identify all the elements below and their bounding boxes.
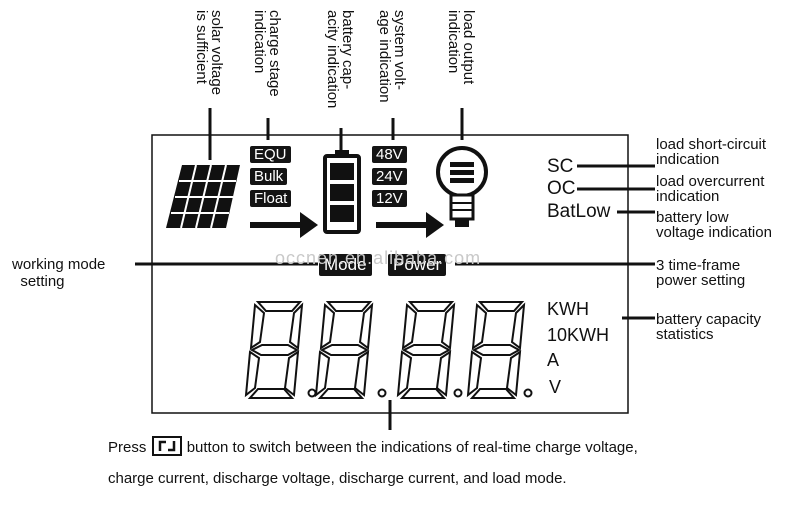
badge-48v: 48V: [372, 146, 407, 163]
watermark: occnen.en.alibaba.com: [275, 248, 482, 268]
unit-10kwh: 10KWH: [547, 325, 610, 345]
switch-button-icon: [151, 436, 182, 456]
label-capacity-stats: battery capacity statistics: [656, 311, 762, 343]
seven-segment-display: [244, 301, 533, 399]
unit-a: A: [547, 350, 560, 370]
badge-equ: EQU: [250, 146, 291, 163]
indicator-sc: SC: [547, 156, 574, 177]
badge-12v: 12V: [372, 190, 407, 207]
caption-line-2: charge current, discharge voltage, disch…: [108, 470, 567, 487]
label-solar: solar voltage is sufficient: [193, 10, 225, 96]
digit-3: [396, 301, 463, 399]
label-battery-low: battery low voltage indication: [656, 209, 772, 241]
label-system-voltage: system volt- age indication: [376, 10, 408, 103]
unit-kwh: KWH: [547, 299, 589, 319]
label-battery-capacity: battery cap- acity indication: [324, 10, 356, 109]
digit-1: [244, 301, 317, 399]
digit-4: [466, 301, 533, 399]
label-overcurrent: load overcurrent indication: [656, 173, 765, 205]
caption-line-1: Press button to switch between the indic…: [108, 436, 638, 458]
digit-2: [314, 301, 387, 399]
unit-v: V: [549, 377, 562, 397]
badge-bulk: Bulk: [250, 168, 288, 185]
light-bulb-icon: [436, 146, 488, 227]
label-load-output: load output indication: [445, 10, 477, 85]
label-charge-stage: charge stage indication: [251, 10, 283, 97]
label-working-mode: working mode setting: [12, 256, 106, 290]
label-time-frame: 3 time-frame power setting: [656, 257, 746, 289]
badge-power: Power: [388, 254, 447, 276]
indicator-batlow: BatLow: [547, 201, 611, 222]
arrow-right-icon: [250, 212, 318, 238]
solar-panel-icon: [166, 164, 240, 229]
caption-rest: button to switch between the indications…: [186, 438, 638, 456]
arrow-right-icon: [376, 212, 444, 238]
badge-float: Float: [250, 190, 292, 207]
label-short-circuit: load short-circuit indication: [656, 136, 767, 168]
caption-press: Press: [108, 438, 147, 456]
indicator-oc: OC: [547, 178, 576, 199]
badge-24v: 24V: [372, 168, 407, 185]
badge-mode: Mode: [319, 254, 372, 276]
battery-icon: [323, 150, 361, 234]
